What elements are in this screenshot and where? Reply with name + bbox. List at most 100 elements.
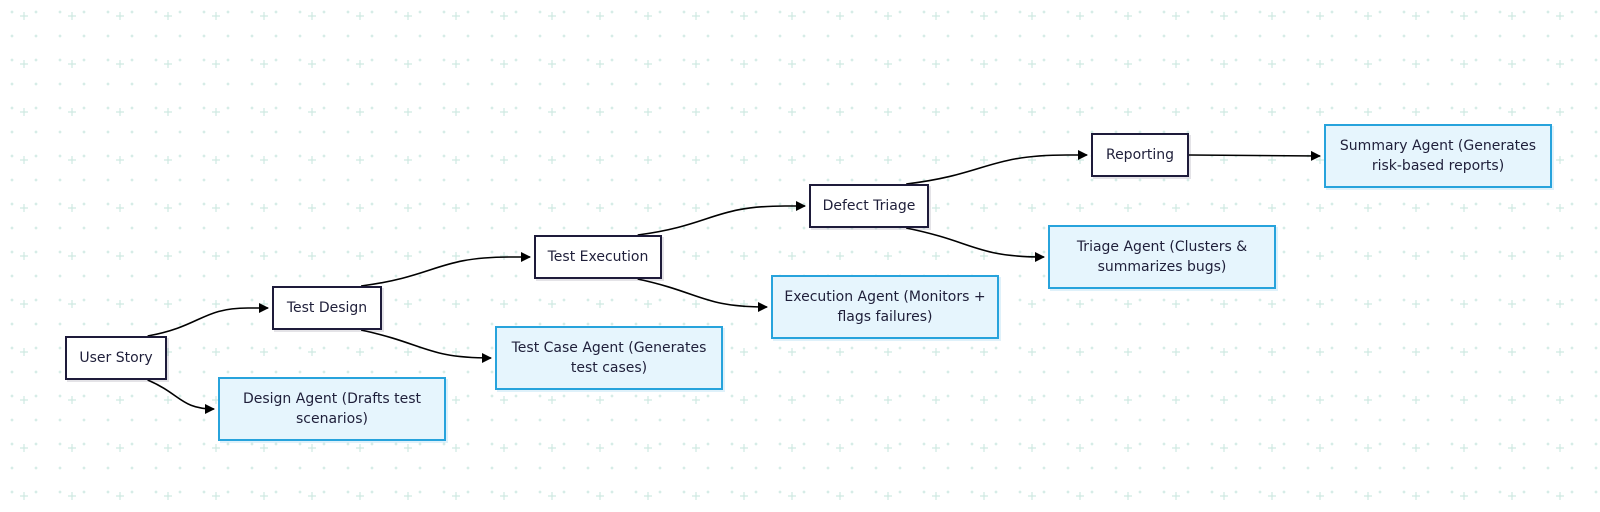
grid-plus-mark bbox=[212, 108, 220, 116]
grid-plus-mark bbox=[932, 348, 940, 356]
grid-plus-mark bbox=[1364, 60, 1372, 68]
node-user-story[interactable]: User Story bbox=[65, 336, 167, 380]
grid-plus-mark bbox=[212, 60, 220, 68]
grid-plus-mark bbox=[644, 12, 652, 20]
grid-plus-mark bbox=[1508, 300, 1516, 308]
grid-plus-mark bbox=[740, 252, 748, 260]
edge-defect_triage-to-reporting bbox=[906, 150, 1088, 185]
grid-plus-mark bbox=[980, 108, 988, 116]
grid-plus-mark bbox=[500, 444, 508, 452]
grid-plus-mark bbox=[404, 60, 412, 68]
grid-plus-mark bbox=[404, 444, 412, 452]
grid-plus-mark bbox=[1076, 300, 1084, 308]
node-test-case-agent[interactable]: Test Case Agent (Generates test cases) bbox=[495, 326, 723, 390]
node-label: Design Agent (Drafts test scenarios) bbox=[242, 391, 422, 427]
grid-plus-mark bbox=[20, 60, 28, 68]
grid-plus-mark bbox=[1172, 492, 1180, 500]
grid-plus-mark bbox=[692, 396, 700, 404]
node-execution-agent[interactable]: Execution Agent (Monitors + flags failur… bbox=[771, 275, 999, 339]
grid-plus-mark bbox=[116, 492, 124, 500]
grid-plus-mark bbox=[788, 156, 796, 164]
grid-plus-mark bbox=[1556, 108, 1564, 116]
grid-plus-mark bbox=[1268, 444, 1276, 452]
grid-plus-mark bbox=[1124, 12, 1132, 20]
grid-plus-mark bbox=[308, 60, 316, 68]
grid-plus-mark bbox=[1076, 60, 1084, 68]
grid-plus-mark bbox=[452, 252, 460, 260]
grid-plus-mark bbox=[788, 348, 796, 356]
grid-plus-mark bbox=[404, 108, 412, 116]
grid-plus-mark bbox=[740, 60, 748, 68]
grid-plus-mark bbox=[356, 60, 364, 68]
grid-plus-mark bbox=[452, 300, 460, 308]
node-test-execution[interactable]: Test Execution bbox=[534, 235, 662, 279]
grid-plus-mark bbox=[596, 156, 604, 164]
grid-plus-mark bbox=[644, 444, 652, 452]
grid-plus-mark bbox=[260, 252, 268, 260]
node-triage-agent[interactable]: Triage Agent (Clusters & summarizes bugs… bbox=[1048, 225, 1276, 289]
node-reporting[interactable]: Reporting bbox=[1091, 133, 1189, 177]
grid-plus-mark bbox=[884, 444, 892, 452]
grid-plus-mark bbox=[932, 60, 940, 68]
grid-plus-mark bbox=[692, 156, 700, 164]
grid-plus-mark bbox=[212, 492, 220, 500]
grid-plus-mark bbox=[260, 60, 268, 68]
grid-plus-mark bbox=[1076, 444, 1084, 452]
grid-plus-mark bbox=[20, 300, 28, 308]
node-label: Reporting bbox=[1105, 147, 1175, 163]
grid-plus-mark bbox=[68, 12, 76, 20]
grid-plus-mark bbox=[452, 60, 460, 68]
grid-plus-mark bbox=[1220, 204, 1228, 212]
node-test-design[interactable]: Test Design bbox=[272, 286, 382, 330]
grid-plus-mark bbox=[1268, 60, 1276, 68]
grid-plus-mark bbox=[212, 348, 220, 356]
grid-plus-mark bbox=[548, 444, 556, 452]
grid-plus-mark bbox=[212, 204, 220, 212]
grid-plus-mark bbox=[836, 12, 844, 20]
grid-plus-mark bbox=[356, 12, 364, 20]
grid-plus-mark bbox=[1460, 396, 1468, 404]
grid-plus-mark bbox=[260, 492, 268, 500]
grid-plus-mark bbox=[1028, 300, 1036, 308]
grid-plus-mark bbox=[116, 156, 124, 164]
grid-plus-mark bbox=[740, 156, 748, 164]
grid-plus-mark bbox=[980, 252, 988, 260]
grid-plus-mark bbox=[1460, 108, 1468, 116]
grid-plus-mark bbox=[68, 444, 76, 452]
grid-plus-mark bbox=[596, 396, 604, 404]
grid-plus-mark bbox=[692, 204, 700, 212]
grid-plus-mark bbox=[1316, 444, 1324, 452]
grid-plus-mark bbox=[1460, 252, 1468, 260]
grid-plus-mark bbox=[20, 108, 28, 116]
grid-plus-mark bbox=[548, 492, 556, 500]
grid-plus-mark bbox=[500, 156, 508, 164]
node-design-agent[interactable]: Design Agent (Drafts test scenarios) bbox=[218, 377, 446, 441]
grid-plus-mark bbox=[1220, 156, 1228, 164]
grid-plus-mark bbox=[644, 300, 652, 308]
grid-plus-mark bbox=[20, 252, 28, 260]
grid-plus-mark bbox=[1268, 204, 1276, 212]
grid-plus-mark bbox=[1124, 492, 1132, 500]
grid-plus-mark bbox=[1460, 348, 1468, 356]
node-defect-triage[interactable]: Defect Triage bbox=[809, 184, 929, 228]
grid-plus-mark bbox=[1364, 204, 1372, 212]
grid-plus-mark bbox=[1028, 12, 1036, 20]
node-summary-agent[interactable]: Summary Agent (Generates risk-based repo… bbox=[1324, 124, 1552, 188]
grid-plus-mark bbox=[788, 444, 796, 452]
grid-plus-mark bbox=[1220, 108, 1228, 116]
grid-plus-mark bbox=[548, 204, 556, 212]
node-label: Execution Agent (Monitors + flags failur… bbox=[784, 289, 986, 325]
grid-plus-mark bbox=[932, 396, 940, 404]
grid-plus-mark bbox=[1076, 108, 1084, 116]
grid-plus-mark bbox=[980, 60, 988, 68]
grid-plus-mark bbox=[1220, 300, 1228, 308]
grid-plus-mark bbox=[1124, 348, 1132, 356]
grid-plus-mark bbox=[1412, 252, 1420, 260]
grid-plus-mark bbox=[116, 60, 124, 68]
grid-plus-mark bbox=[836, 156, 844, 164]
grid-plus-mark bbox=[1556, 156, 1564, 164]
grid-plus-mark bbox=[692, 108, 700, 116]
grid-plus-mark bbox=[1268, 492, 1276, 500]
grid-plus-mark bbox=[548, 156, 556, 164]
